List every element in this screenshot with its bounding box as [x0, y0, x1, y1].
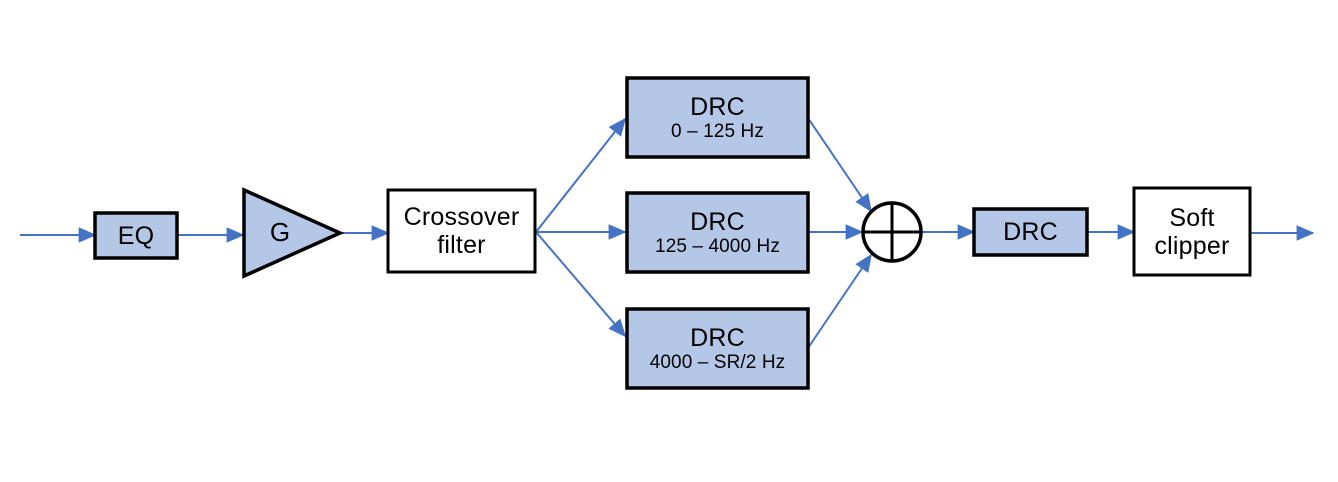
block-gain-amplifier[interactable]: [242, 187, 345, 279]
connector-crossover-to-drc-low: [535, 117, 626, 233]
block-soft-clipper[interactable]: [1132, 186, 1252, 277]
block-crossover-filter[interactable]: [386, 188, 537, 274]
connector-drc-low-to-summer: [807, 117, 872, 213]
connector-drc-high-to-summer: [807, 253, 872, 349]
block-drc-low[interactable]: [625, 76, 810, 159]
connector-group: [20, 117, 1315, 349]
block-drc-high[interactable]: [625, 307, 810, 390]
block-eq[interactable]: [93, 211, 179, 260]
block-summing-junction[interactable]: [861, 201, 923, 263]
block-drc-output[interactable]: [972, 207, 1089, 257]
connector-crossover-to-drc-high: [535, 231, 627, 338]
block-drc-mid[interactable]: [625, 191, 810, 274]
